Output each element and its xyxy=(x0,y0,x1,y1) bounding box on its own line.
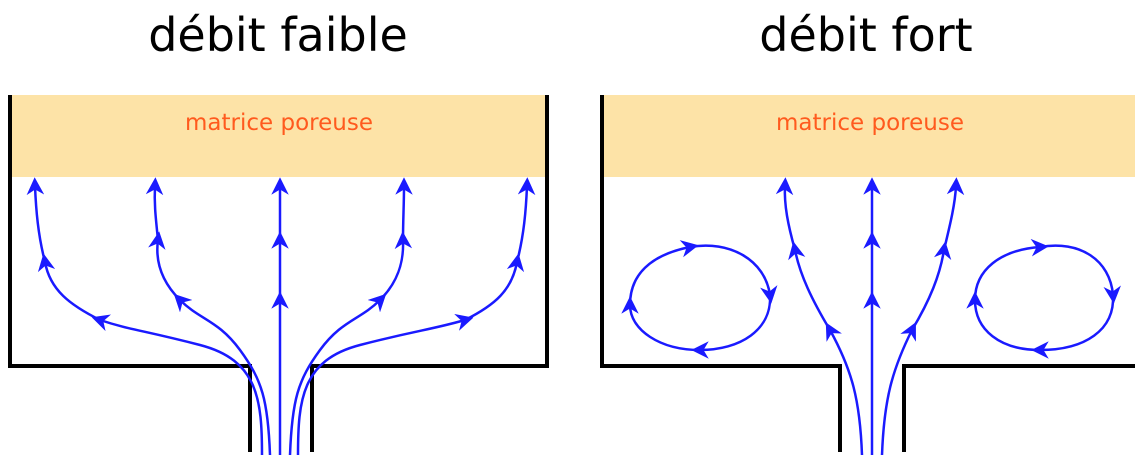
streamline xyxy=(880,322,916,456)
streamline xyxy=(26,177,47,263)
matrix-label: matrice poreuse xyxy=(776,110,964,136)
panel-high-flow: matrice poreuse xyxy=(600,95,1135,456)
vortex-right xyxy=(966,238,1121,359)
streamline xyxy=(395,177,413,241)
streamline xyxy=(296,313,474,456)
container-wall-right xyxy=(310,95,549,452)
streamline xyxy=(379,231,413,301)
streamline xyxy=(788,241,832,331)
panel-title-low-flow: débit faible xyxy=(148,8,408,62)
container-wall-left xyxy=(600,95,842,452)
streamline xyxy=(775,177,797,251)
porous-matrix xyxy=(604,95,1135,177)
streamline xyxy=(942,177,965,251)
container-wall-right xyxy=(902,364,1135,452)
container-wall-left xyxy=(8,95,252,452)
panel-low-flow: matrice poreuse xyxy=(8,95,549,456)
streamline xyxy=(910,241,952,331)
matrix-label: matrice poreuse xyxy=(185,110,373,136)
streamline xyxy=(148,231,181,301)
porous-matrix xyxy=(12,95,546,177)
streamline xyxy=(173,293,272,456)
streamline xyxy=(91,314,264,456)
streamline xyxy=(145,177,164,241)
streamlines xyxy=(26,177,536,456)
panel-title-high-flow: débit fort xyxy=(759,8,973,62)
streamline xyxy=(288,293,387,456)
streamline xyxy=(515,177,536,263)
streamline xyxy=(37,253,101,322)
vortex-left xyxy=(621,240,778,359)
streamline xyxy=(825,322,864,456)
streamline xyxy=(464,253,525,322)
streamlines xyxy=(621,177,1121,456)
